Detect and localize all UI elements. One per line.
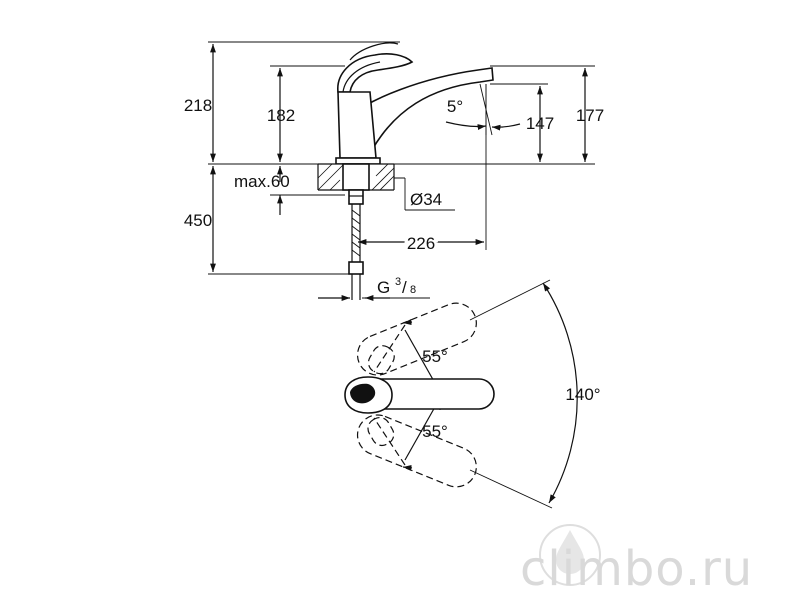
- tilt-arrow-right: [491, 123, 521, 131]
- dim-g38-letter: G: [377, 278, 390, 297]
- dim-182-label: 182: [267, 106, 295, 125]
- watermark: climbo.ru: [520, 524, 753, 597]
- dim-g38-denominator: 8: [410, 284, 416, 296]
- deck-mounting: [317, 163, 395, 300]
- swivel-arc: [542, 282, 578, 504]
- swivel-upper-limit-line: [469, 279, 551, 321]
- lever-inner-line: [342, 61, 381, 93]
- top-view: 140° 55° 55°: [344, 279, 601, 509]
- faucet-column: [337, 91, 377, 159]
- watermark-text: climbo.ru: [520, 541, 753, 597]
- lever-position-lower: [373, 417, 406, 466]
- dim-450-label: 450: [184, 211, 212, 230]
- watermark-logo-ring: [539, 524, 601, 586]
- faucet-base: [335, 157, 381, 165]
- lever-position-lower-knob: [367, 416, 395, 447]
- dim-d34-label: Ø34: [410, 190, 442, 209]
- arrow-lower-tip: [402, 465, 413, 471]
- spout-position-upper: [356, 302, 477, 376]
- dim-max60-label: max.60: [234, 172, 290, 191]
- lever-position-upper-knob: [367, 345, 395, 375]
- dim-5deg-label: 5°: [447, 97, 463, 116]
- dim-55deg-lower-label: 55°: [422, 422, 448, 441]
- dim-g38-numerator: 3: [395, 276, 401, 288]
- lever-raised-outline: [349, 42, 399, 61]
- hose-braid: [351, 209, 361, 257]
- faucet-body: [335, 42, 494, 165]
- tilt-arrow-left: [445, 121, 487, 130]
- spout: [355, 67, 494, 151]
- hose-fitting: [348, 261, 364, 275]
- side-view: 218 182 177 147 450 max.60 Ø34 226 5°: [184, 41, 604, 301]
- swivel-lower-limit-line: [469, 469, 553, 509]
- dim-55deg-upper-label: 55°: [422, 347, 448, 366]
- dim-140deg-label: 140°: [565, 385, 600, 404]
- mounting-stud: [348, 189, 364, 205]
- dim-177-label: 177: [576, 106, 604, 125]
- dim-g38-slash: /: [402, 278, 407, 297]
- mounting-nut: [342, 163, 370, 191]
- dim-147-label: 147: [526, 114, 554, 133]
- lever-grip: [350, 383, 376, 404]
- lever-handle: [337, 53, 414, 93]
- dim-218-label: 218: [184, 96, 212, 115]
- watermark-drop-icon: [556, 530, 584, 574]
- arrow-upper-tip: [402, 319, 413, 325]
- dim-226-label: 226: [407, 234, 435, 253]
- tilt-inclined: [479, 83, 493, 136]
